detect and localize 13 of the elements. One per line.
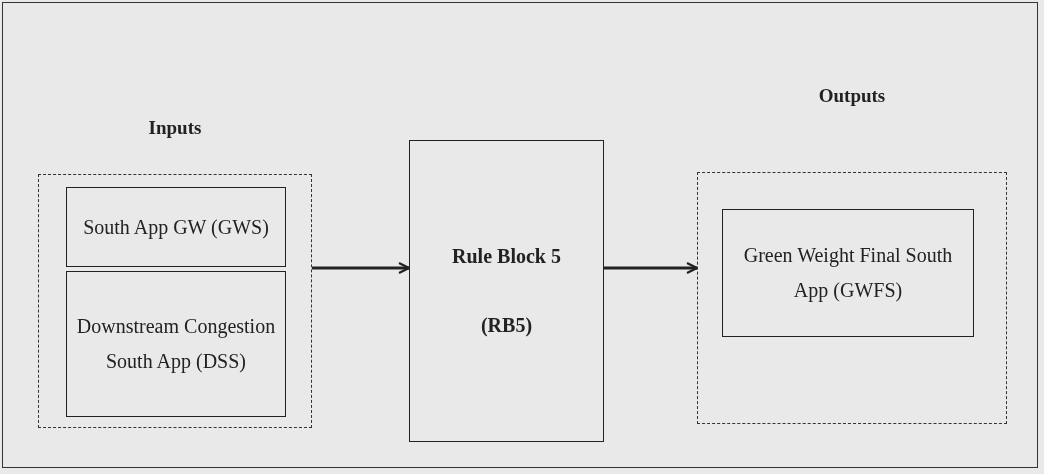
rule-block-box	[409, 140, 604, 442]
box-label: South App GW (GWS)	[83, 214, 269, 241]
box-label: Green Weight Final South App (GWFS)	[742, 243, 954, 304]
box-label: Rule Block 5	[452, 244, 561, 269]
box-label: (RB5)	[480, 313, 533, 339]
arrow	[604, 261, 699, 275]
process-box	[722, 209, 974, 337]
process-box	[66, 187, 286, 267]
group-heading: Inputs	[147, 117, 203, 139]
process-box	[66, 271, 286, 417]
box-label: Downstream Congestion South App (DSS)	[75, 314, 277, 375]
arrow	[312, 261, 411, 275]
group-heading: Outputs	[817, 85, 887, 107]
